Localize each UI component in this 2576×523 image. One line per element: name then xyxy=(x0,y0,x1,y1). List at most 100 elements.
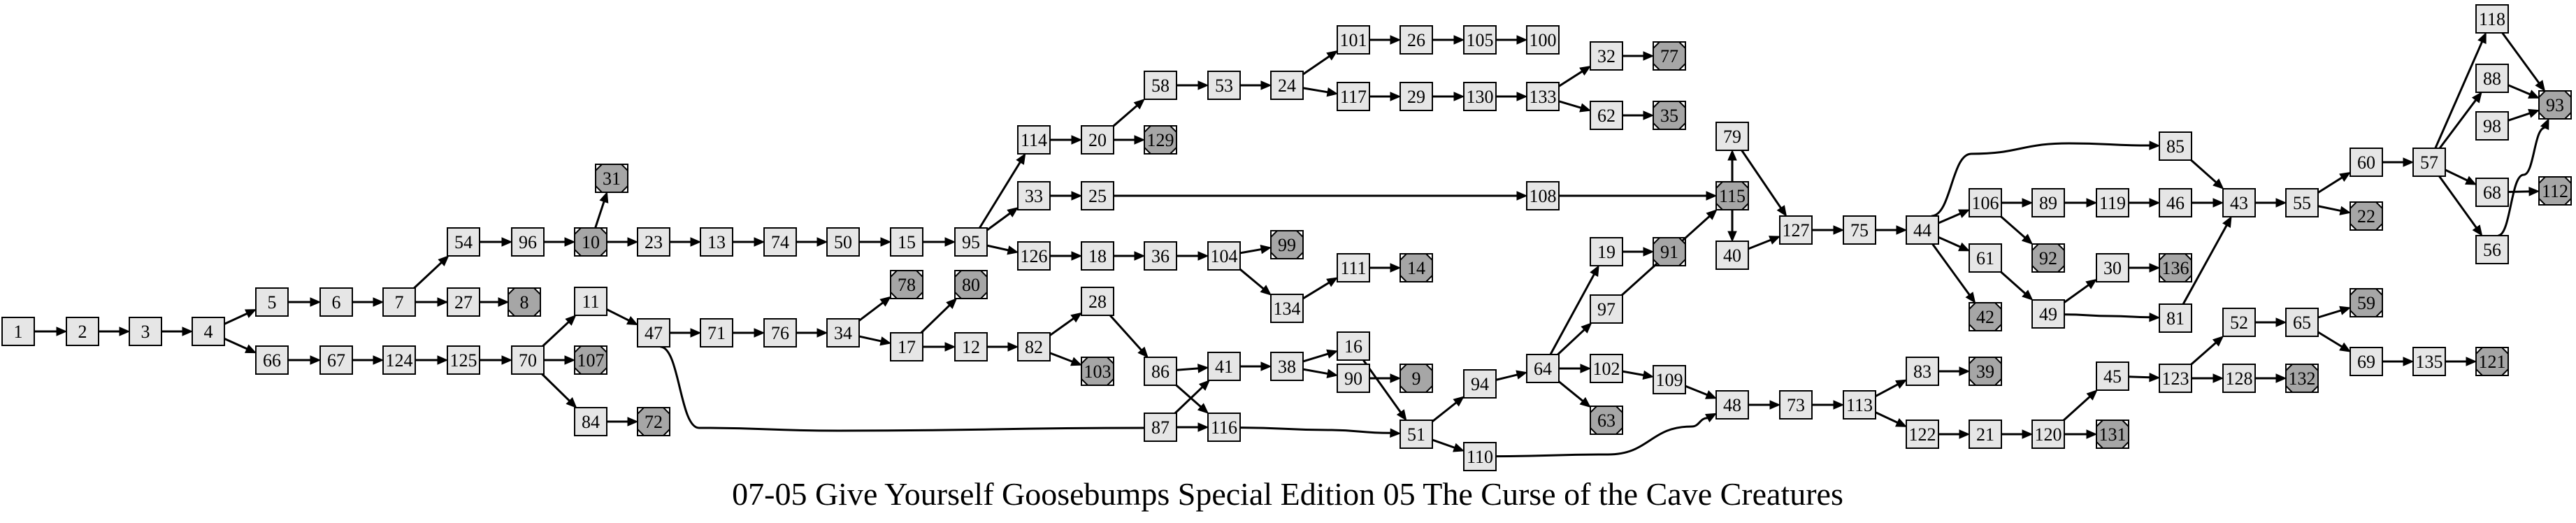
ending-frame-shape xyxy=(1653,41,1686,71)
arrowhead-87-to-41 xyxy=(1198,380,1210,391)
passage-node-134: 134 xyxy=(1270,294,1304,323)
passage-box-shape xyxy=(700,318,733,348)
passage-box-shape xyxy=(1081,125,1114,155)
passage-node-56: 56 xyxy=(2475,235,2509,264)
ending-frame-shape xyxy=(2096,420,2129,449)
node-label: 96 xyxy=(519,232,537,252)
arrowhead-133-to-32 xyxy=(1579,65,1592,76)
passage-box-shape xyxy=(1270,294,1304,323)
edge-65-to-59 xyxy=(2317,309,2342,319)
passage-box-shape xyxy=(2412,148,2446,177)
passage-node-40: 40 xyxy=(1715,241,1749,270)
passage-box-shape xyxy=(954,227,988,257)
node-label: 55 xyxy=(2293,193,2311,213)
passage-box-shape xyxy=(1715,122,1749,151)
node-label: 132 xyxy=(2289,368,2316,389)
ending-node-131: 131 xyxy=(2096,420,2129,449)
node-label: 108 xyxy=(1530,186,1557,206)
passage-box-shape xyxy=(890,227,923,257)
passage-node-16: 16 xyxy=(1337,331,1370,361)
arrowhead-113-to-122 xyxy=(1895,418,1908,427)
edge-40-to-127 xyxy=(1748,238,1771,250)
node-label: 52 xyxy=(2230,313,2248,333)
ending-frame-shape xyxy=(2350,288,2383,317)
node-label: 109 xyxy=(1656,370,1683,390)
arrowhead-88-to-93 xyxy=(2528,89,2540,99)
ending-node-121: 121 xyxy=(2475,347,2509,376)
passage-node-119: 119 xyxy=(2096,188,2129,217)
ending-node-103: 103 xyxy=(1081,357,1114,386)
passage-node-109: 109 xyxy=(1653,365,1686,394)
passage-box-shape xyxy=(1144,357,1177,386)
arrowhead-125-to-70 xyxy=(501,355,513,365)
node-label: 23 xyxy=(645,232,663,252)
arrowhead-27-to-8 xyxy=(498,297,510,307)
arrowhead-64-to-102 xyxy=(1580,364,1592,373)
node-label: 51 xyxy=(1407,424,1425,445)
ending-node-22: 22 xyxy=(2350,201,2383,231)
arrowhead-10-to-23 xyxy=(627,237,639,247)
node-label: 49 xyxy=(2039,304,2057,324)
node-label: 75 xyxy=(1850,220,1869,241)
arrowhead-4-to-66 xyxy=(245,344,257,354)
arrowhead-13-to-74 xyxy=(754,237,765,247)
arrowhead-123-to-52 xyxy=(2212,336,2224,347)
passage-node-76: 76 xyxy=(763,318,797,348)
node-label: 54 xyxy=(454,232,473,252)
passage-box-shape xyxy=(1463,369,1497,399)
passage-node-60: 60 xyxy=(2350,148,2383,177)
edge-65-to-69 xyxy=(2317,331,2343,348)
passage-box-shape xyxy=(1906,420,1939,449)
passage-box-shape xyxy=(954,332,988,361)
edge-133-to-62 xyxy=(1558,100,1582,109)
arrowhead-18-to-36 xyxy=(1134,251,1146,261)
passage-node-71: 71 xyxy=(700,318,733,348)
passage-node-101: 101 xyxy=(1337,25,1370,55)
arrowhead-32-to-77 xyxy=(1643,51,1655,61)
passage-box-shape xyxy=(1526,82,1560,111)
node-label: 94 xyxy=(1471,374,1489,394)
ending-frame-shape xyxy=(1969,302,2002,331)
passage-box-shape xyxy=(1337,82,1370,111)
arrowhead-69-to-135 xyxy=(2403,357,2415,366)
passage-box-shape xyxy=(2475,64,2509,93)
passage-box-shape xyxy=(1779,390,1813,420)
arrowhead-7-to-54 xyxy=(438,255,449,266)
passage-node-135: 135 xyxy=(2412,347,2446,376)
arrowhead-86-to-41 xyxy=(1197,364,1209,373)
edge-86-to-41 xyxy=(1176,367,1199,371)
passage-box-shape xyxy=(511,345,545,375)
node-label: 136 xyxy=(2162,258,2189,278)
passage-node-45: 45 xyxy=(2096,361,2129,391)
node-label: 62 xyxy=(1597,106,1616,126)
passage-node-73: 73 xyxy=(1779,390,1813,420)
passage-node-20: 20 xyxy=(1081,125,1114,155)
arrowhead-122-to-21 xyxy=(1959,429,1971,439)
edge-49-to-30 xyxy=(2064,284,2089,303)
passage-node-100: 100 xyxy=(1526,25,1560,55)
arrowhead-20-to-129 xyxy=(1134,135,1146,145)
passage-node-4: 4 xyxy=(192,317,225,346)
arrowhead-65-to-69 xyxy=(2339,342,2352,352)
arrowhead-95-to-126 xyxy=(1007,245,1019,255)
passage-box-shape xyxy=(2222,308,2256,337)
node-label: 87 xyxy=(1151,417,1170,438)
ending-node-107: 107 xyxy=(574,345,607,375)
arrowhead-40-to-127 xyxy=(1769,236,1781,245)
ending-frame-shape xyxy=(1399,253,1433,282)
edges-layer xyxy=(34,31,2549,458)
passage-box-shape xyxy=(2159,131,2192,161)
arrowhead-134-to-111 xyxy=(1326,277,1339,287)
passage-box-shape xyxy=(2031,188,2065,217)
arrowhead-34-to-17 xyxy=(879,336,892,346)
ending-node-136: 136 xyxy=(2159,253,2192,282)
node-label: 121 xyxy=(2479,352,2506,372)
passage-node-64: 64 xyxy=(1526,354,1560,383)
edge-95-to-126 xyxy=(986,244,1009,252)
passage-box-shape xyxy=(1463,442,1497,471)
ending-frame-shape xyxy=(1969,357,2002,386)
passage-box-shape xyxy=(2350,347,2383,376)
arrowhead-76-to-34 xyxy=(816,328,828,338)
node-label: 95 xyxy=(962,232,980,252)
node-label: 43 xyxy=(2230,193,2248,213)
